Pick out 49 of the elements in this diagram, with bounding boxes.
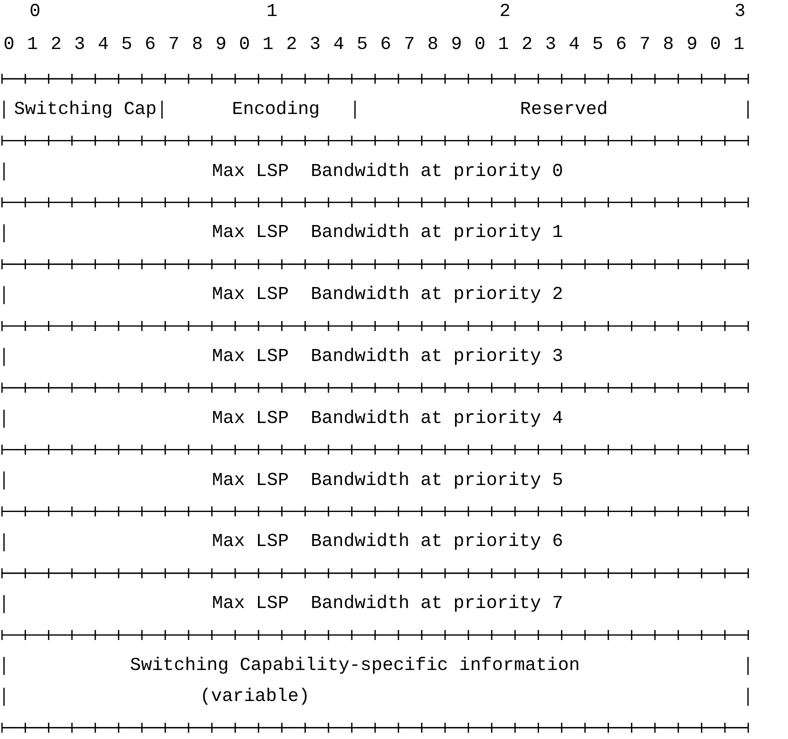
bit-ruler-number: 2	[500, 1, 510, 23]
bit-ruler-number: 7	[168, 34, 180, 56]
bit-ruler-number: 0	[710, 34, 721, 56]
bit-ruler-number: 9	[215, 34, 226, 56]
bit-ruler-number: 7	[639, 34, 650, 56]
bit-ruler-number: 1	[734, 34, 745, 56]
bit-ruler-number: 6	[144, 34, 156, 56]
field-label: Max LSP Bandwidth at priority 2	[212, 284, 564, 306]
bit-ruler-number: 8	[427, 34, 438, 56]
field-label: (variable)	[200, 686, 310, 708]
bit-ruler-number: 1	[262, 34, 274, 56]
bit-ruler-number: 9	[450, 34, 462, 56]
bit-ruler-number: 2	[522, 34, 533, 56]
field-label: Max LSP Bandwidth at priority 1	[212, 222, 564, 244]
bit-ruler-number: 5	[121, 34, 132, 56]
bit-ruler-number: 4	[98, 34, 109, 56]
bit-ruler-number: 9	[686, 34, 698, 56]
bit-ruler-number: 2	[286, 34, 298, 56]
field-label: Switching Cap	[14, 98, 157, 121]
bit-ruler-number: 7	[404, 34, 415, 56]
bit-ruler-number: 1	[266, 1, 278, 23]
field-label: Max LSP Bandwidth at priority 4	[212, 408, 564, 430]
bit-ruler-number: 0	[474, 34, 486, 56]
field-label: Max LSP Bandwidth at priority 0	[212, 160, 564, 182]
bit-ruler-number: 5	[592, 34, 604, 56]
field-label: Max LSP Bandwidth at priority 7	[212, 593, 564, 616]
field-label: Encoding	[232, 98, 320, 121]
field-label: Max LSP Bandwidth at priority 5	[212, 470, 564, 492]
bit-ruler-number: 3	[545, 34, 556, 56]
bit-ruler-number: 8	[192, 34, 203, 56]
field-label: Switching Capability-specific information	[130, 654, 580, 677]
field-label: Max LSP Bandwidth at priority 6	[212, 531, 564, 554]
bit-ruler-number: 0	[4, 34, 14, 56]
bit-ruler-number: 1	[27, 34, 38, 56]
bit-ruler-number: 0	[239, 34, 250, 56]
bit-ruler-number: 1	[498, 34, 510, 56]
bit-ruler-number: 6	[616, 34, 627, 56]
bit-ruler-number: 5	[356, 34, 368, 56]
bit-ruler-number: 3	[310, 34, 321, 56]
bit-ruler-number: 4	[333, 34, 344, 56]
bit-ruler-number: 8	[662, 34, 674, 56]
bit-ruler-number: 2	[50, 34, 62, 56]
bit-ruler-number: 6	[380, 34, 392, 56]
field-label: Max LSP Bandwidth at priority 3	[212, 346, 564, 368]
bit-ruler-number: 3	[734, 1, 746, 23]
bit-ruler-number: 4	[568, 34, 580, 56]
bit-ruler-number: 3	[74, 34, 86, 56]
bit-ruler-number: 0	[30, 1, 40, 23]
field-label: Reserved	[520, 98, 608, 121]
